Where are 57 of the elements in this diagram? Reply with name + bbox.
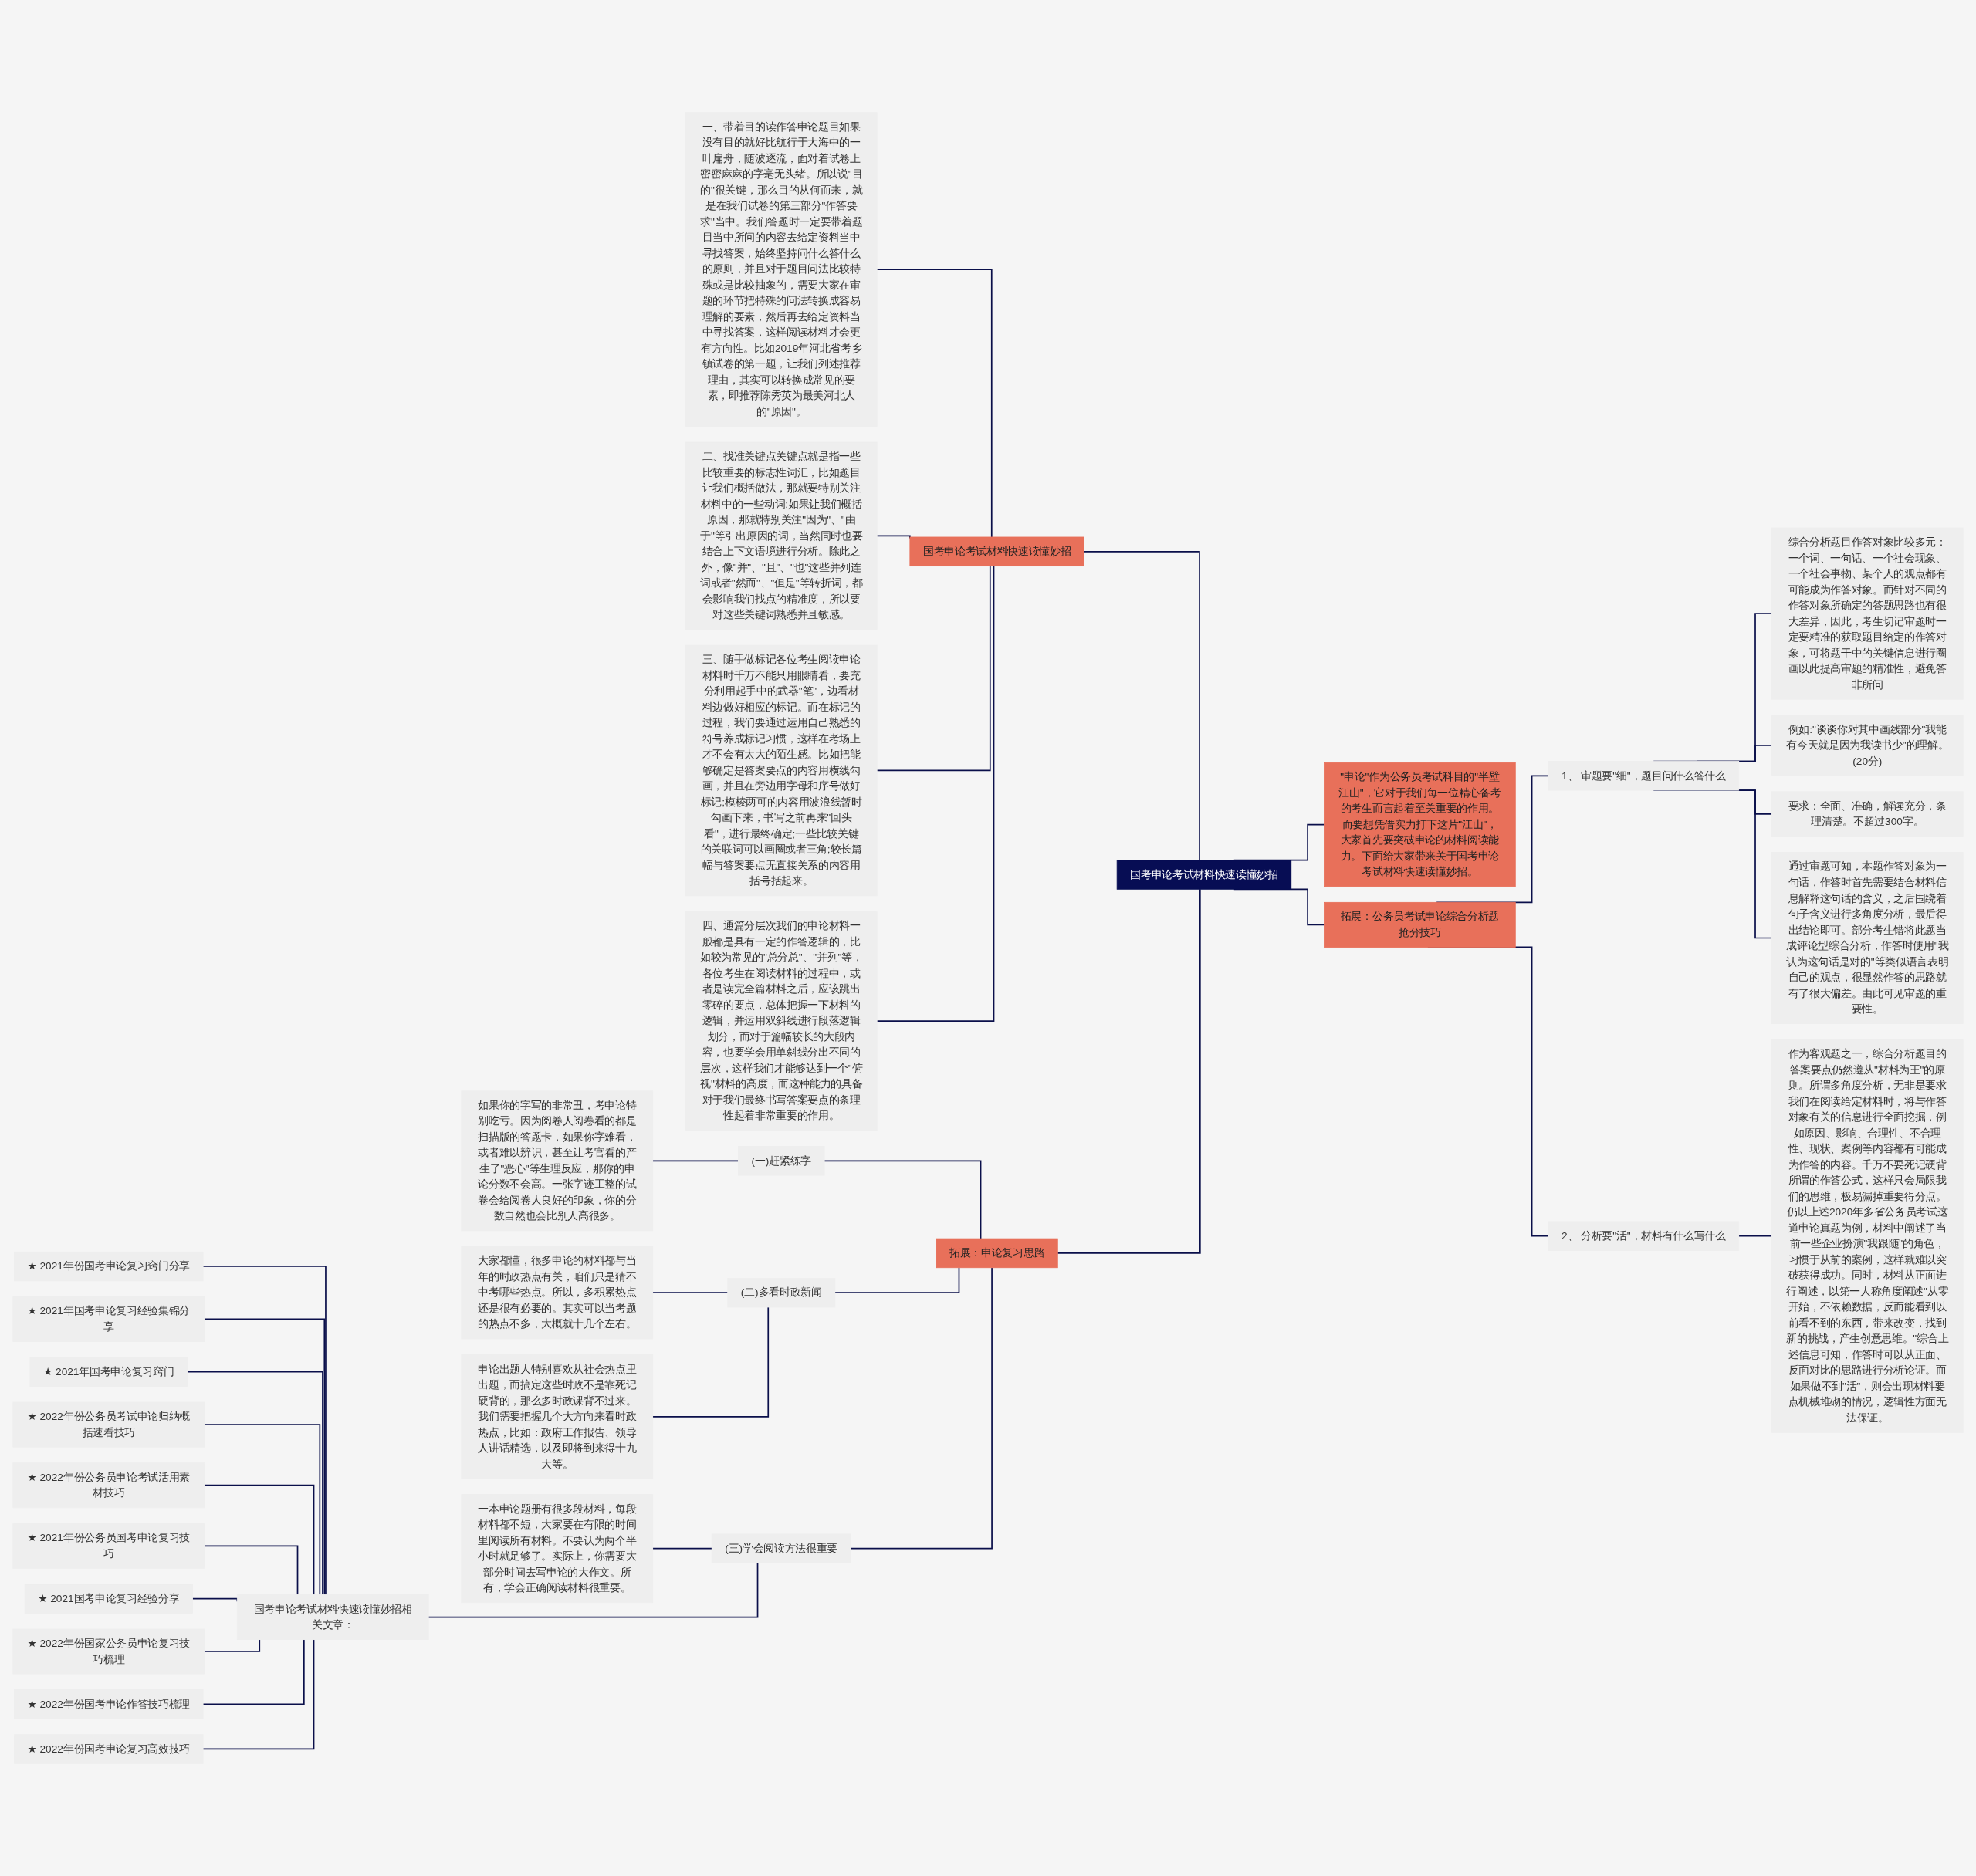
connector [202,1638,315,1750]
node-box: 大家都懂，很多申论的材料都与当年的时政热点有关，咱们只是猜不中考哪些热点。所以，多积累热点还是很有必要的。其实可以当考题的热点不多，大概就十几个左右。 [461,1246,654,1340]
node-box: 通过审题可知，本题作答对象为一句话，作答时首先需要结合材料信息解释这句话的含义，之后围绕着句子含义进行多角度分析，最后得出结论即可。部分考生错将此题当成评论型综合分析，作答时使用"我认为这句话是对的"等类似语言表明自己的观点，很显然作答的思路就有了很大偏差。由此可见审题的重要性。 [1771,852,1964,1024]
node-box: 例如:"谈谈你对其中画线部分"我能有今天就是因为我读书少"的理解。(20分) [1771,715,1964,776]
node-box: 二、找准关键点关键点就是指一些比较重要的标志性词汇，比如题目让我们概括做法，那就要特别关注材料中的一些动词;如果让我们概括原因，那就特别关注"因为"、"由于"等引出原因的词，当然同时也要结合上下文语境进行分析。除此之外，像"并"、"且"、"也"这些并列连词或者"然而"、"但是"等转折词，都会影响我们找点的精准度，所以要对这些关键词熟悉并且敏感。 [685,441,878,630]
connector [651,1306,770,1418]
connector [876,565,995,1022]
node-box: 如果你的字写的非常丑，考申论特别吃亏。因为阅卷人阅卷看的都是扫描版的答题卡，如果你字难看，或者难以辨识，甚至让考官看的产生了"恶心"等生理反应，那你的申论分数不会高。一张字迹工整的试卷会给阅卷人良好的印象，你的分数自然也会比别人高很多。 [461,1090,654,1232]
node-box: ★ 2021年份国考申论复习窍门分享 [13,1251,204,1282]
node-box: 一、带着目的读作答申论题目如果没有目的就好比航行于大海中的一叶扁舟，随波逐流，面对着试卷上密密麻麻的字毫无头绪。所以说"目的"很关键，那么目的从何而来，就是在我们试卷的第三部分"作答要求"当中。我们答题时一定要带着题目当中所问的内容去给定资料当中寻找答案，始终坚持问什么答什么的原则，并且对于题目问法比较特殊或是比较抽象的，需要大家在审题的环节把特殊的问法转换成容易理解的要素，然后再去给定资料当中寻找答案，这样阅读材料才会更有方向性。比如2019年河北省考乡镇试卷的第一题，让我们列述推荐理由，其实可以转换成常见的要素，即推荐陈秀英为最美河北人的"原因"。 [685,112,878,427]
node-box: 三、随手做标记各位考生阅读申论材料时千万不能只用眼睛看，要充分利用起手中的武器"笔"，边看材料边做好相应的标记。而在标记的过程，我们要通过运用自己熟悉的符号养成标记习惯，这样在考场上才不会有太大的陌生感。比如把能够确定是答案要点的内容用横线勾画，并且在旁边用字母和序号做好标记;模棱两可的内容用波浪线暂时勾画下来，书写之前再来"回头看"，进行最终确定;一些比较关键的关联词可以画圈或者三角;较长篇幅与答案要点无直接关系的内容用括号括起来。 [685,644,878,897]
connector [1737,1235,1773,1237]
connector [203,1638,261,1652]
node-box: (二)多看时政新闻 [727,1277,836,1308]
connector [203,1318,326,1596]
node-box: 作为客观题之一，综合分析题目的答案要点仍然遵从"材料为王"的原则。所谓多角度分析，无非是要求我们在阅读给定材料时，将与作答对象有关的信息进行全面挖掘，例如原因、影响、合理性、不合理性、现状、案例等内容都有可能成为作答的内容。千万不要死记硬背所谓的作答公式，这样只会局限我们的思维，极易漏掉重要得分点。仍以上述2020年多省公务员考试这道申论真题为例，材料中阐述了当前一些企业扮演"我跟随"的角色，习惯于从前的案例，这样就难以突破获得成功。同时，材料从正面进行阐述，以第一人称角度阐述"从零开始，不依赖数据，反而能看到以前看不到的东西，带来改变，找到新的挑战，产生创意思维。"综合上述信息可知，作答时可以从正面、反面对比的思路进行分析论证。而如果做不到"活"，则会出现材料要点机械堆砌的情况，逻辑性方面无法保证。 [1771,1039,1964,1433]
node-box: 2、 分析要"活"，材料有什么写什么 [1548,1221,1740,1251]
connector [651,1547,713,1550]
node-box: "申论"作为公务员考试科目的"半壁江山"，它对于我们每一位精心备考的考生而言起着至关重要的作用。而要想凭借实力打下这片"江山"，大家首先要突破申论的材料阅读能力。下面给大家带来关于国考申论考试材料快速读懂妙招。 [1324,762,1516,887]
connector [651,1160,739,1162]
connector [428,1562,759,1618]
node-box: 要求：全面、准确，解读充分，条理清楚。不超过300字。 [1771,791,1964,837]
node-box: (三)学会阅读方法很重要 [711,1533,851,1563]
connector [1057,888,1201,1254]
node-box: 一本申论题册有很多段材料，每段材料都不短，大家要在有限的时间里阅读所有材料。不要认为两个半小时就足够了。实际上，你需要大部分时间去写申论的大作文。所有，学会正确阅读材料很重要。 [461,1494,654,1604]
connector [876,269,993,538]
node-box: 四、通篇分层次我们的申论材料一般都是具有一定的作答逻辑的，比如较为常见的"总分总"、"并列"等，各位考生在阅读材料的过程中，或者是读完全篇材料之后，应该跳出零碎的要点，总体把握一下材料的逻辑，并运用双斜线进行段落逻辑划分，而对于篇幅较长的大段内容，也要学会用单斜线分出不同的层次，这样我们才能够达到一个"俯视"材料的高度，而这种能力的具备对于我们最终书写答案要点的条理性起着非常重要的作用。 [685,911,878,1131]
node-box: ★ 2022年份公务员申论考试活用素材技巧 [12,1462,205,1509]
node-box: 拓展：申论复习思路 [936,1238,1058,1269]
connector [834,1266,960,1294]
node-box: 国考申论考试材料快速读懂妙招相关文章： [236,1594,429,1641]
node-box: 申论出题人特别喜欢从社会热点里出题，而搞定这些时政不是靠死记硬背的，那么多时政课背不过来。我们需要把握几个大方向来看时政热点，比如：政府工作报告、领导人讲话精选，以及即将到来得十九大等。 [461,1354,654,1479]
connector [203,1484,315,1596]
node-box: (一)赶紧练字 [738,1146,825,1176]
connector [203,1545,299,1596]
connector [202,1638,305,1705]
node-box: ★ 2022年份公务员考试申论归纳概括速看技巧 [12,1401,205,1448]
node-box: ★ 2022年份国考申论复习高效技巧 [13,1734,204,1764]
connector [186,1371,323,1596]
node-box: 1、 审题要"细"，题目问什么答什么 [1548,761,1740,791]
connector [651,1292,729,1294]
connector [202,1266,327,1596]
node-box: ★ 2021年国考申论复习窍门 [29,1357,188,1387]
node-box: ★ 2022年份国家公务员申论复习技巧梳理 [12,1628,205,1675]
connector [876,565,991,772]
connector [203,1424,321,1596]
node-box: 国考申论考试材料快速读懂妙招 [1116,860,1292,890]
node-box: 拓展：公务员考试申论综合分析题抢分技巧 [1324,901,1516,948]
node-box: ★ 2022年份国考申论作答技巧梳理 [13,1689,204,1719]
connector [1083,550,1200,861]
connector [850,1266,993,1550]
node-box: 国考申论考试材料快速读懂妙招 [909,536,1084,567]
node-box: ★ 2021国考申论复习经验分享 [24,1584,193,1614]
connector [824,1160,982,1239]
node-box: ★ 2021年份公务员国考申论复习技巧 [12,1523,205,1569]
node-box: ★ 2021年国考申论复习经验集锦分享 [12,1296,205,1342]
node-box: 综合分析题目作答对象比较多元：一个词、一句话、一个社会现象、一个社会事物、某个人的观点都有可能成为作答对象。而针对不同的作答对象所确定的答题思路也有很大差异，因此，考生切记审题时一定要精准的获取题目给定的作答对象，可将题干中的关键信息进行圈画以此提高审题的精准性，避免答非所问 [1771,527,1964,700]
